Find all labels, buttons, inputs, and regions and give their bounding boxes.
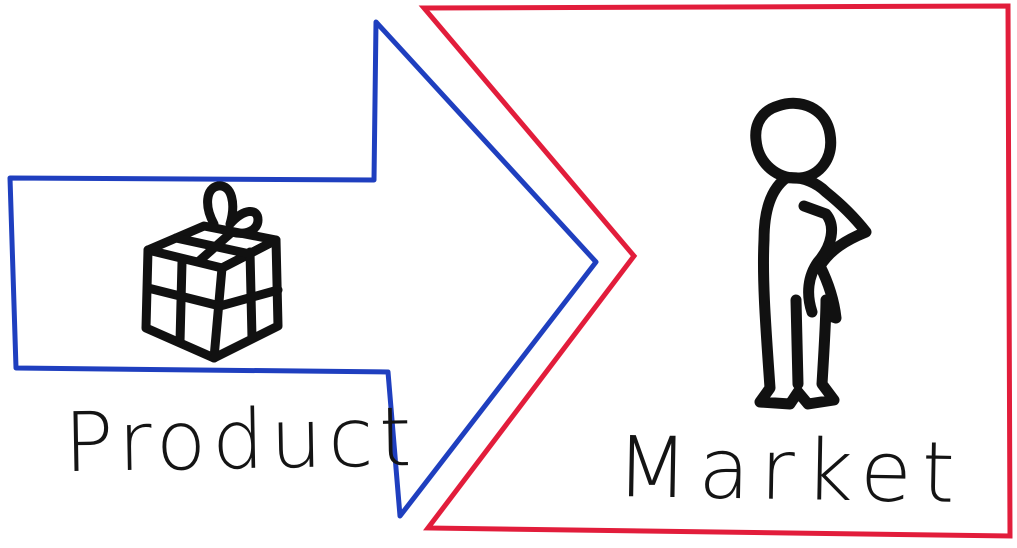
person-icon: [750, 97, 872, 410]
market-box-border: [418, 3, 1013, 539]
gift-box-icon: [141, 181, 283, 363]
market-label: Market: [615, 417, 966, 523]
product-label: Product: [63, 389, 419, 492]
product-arrow: [7, 19, 599, 519]
